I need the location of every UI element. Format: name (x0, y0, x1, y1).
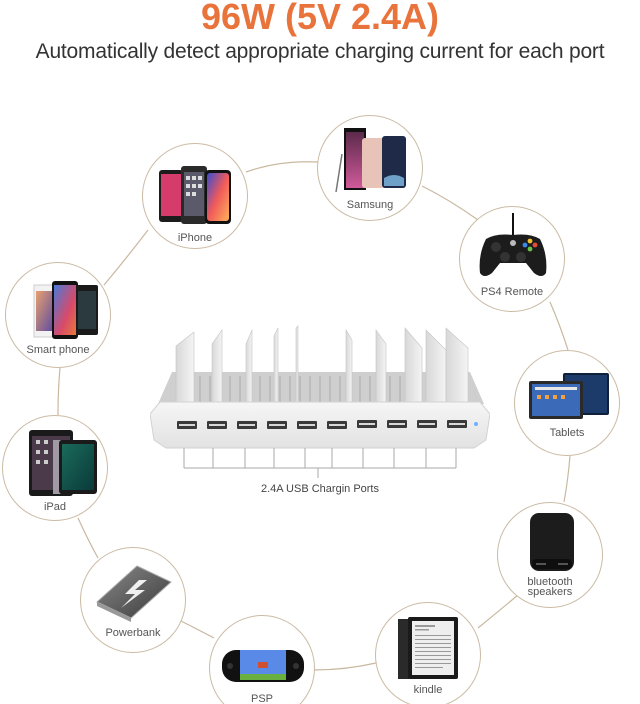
device-circle-smart-phone: Smart phone (5, 262, 111, 368)
device-circle-psp: PSP (209, 615, 315, 704)
game-controller-icon (479, 213, 547, 276)
device-circle-samsung: Samsung (317, 115, 423, 221)
device-label-psp: PSP (250, 693, 273, 704)
device-circle-iphone: iPhone (142, 143, 248, 249)
ereader-icon (398, 617, 458, 679)
page-title: 96W (5V 2.4A) (200, 0, 440, 37)
device-label-kindle: kindle (413, 684, 443, 696)
samsung-phones-icon (335, 128, 406, 193)
device-circle-tablets: Tablets (514, 350, 620, 456)
powerbank-icon (96, 565, 172, 622)
device-circle-bluetooth-speakers: bluetooth speakers (497, 502, 603, 608)
usb-ports-label: 2.4A USB Chargin Ports (260, 483, 379, 495)
device-circle-kindle: kindle (375, 602, 481, 704)
iphone-group-icon (159, 166, 231, 224)
device-label-smart-phone: Smart phone (26, 344, 90, 356)
device-label-powerbank: Powerbank (105, 627, 161, 639)
device-label-samsung: Samsung (346, 199, 394, 211)
page-subtitle: Automatically detect appropriate chargin… (35, 40, 605, 63)
device-label-ps4-remote: PS4 Remote (480, 286, 544, 298)
device-circle-ps4-remote: PS4 Remote (459, 206, 565, 312)
device-label-bluetooth-speakers: bluetooth speakers (498, 576, 602, 598)
label-line-1: bluetooth (527, 576, 573, 588)
speaker-icon (530, 513, 574, 571)
label-line-2: speakers (527, 586, 573, 598)
charging-dock (150, 325, 490, 478)
handheld-console-icon (222, 650, 304, 682)
device-label-ipad: iPad (43, 501, 67, 513)
device-circle-ipad: iPad (2, 415, 108, 521)
smartphones-icon (33, 281, 98, 339)
tablets-icon (529, 373, 609, 419)
device-label-tablets: Tablets (549, 427, 585, 439)
device-circle-powerbank: Powerbank (80, 547, 186, 653)
ipad-icon (29, 430, 97, 496)
device-label-iphone: iPhone (177, 232, 213, 244)
